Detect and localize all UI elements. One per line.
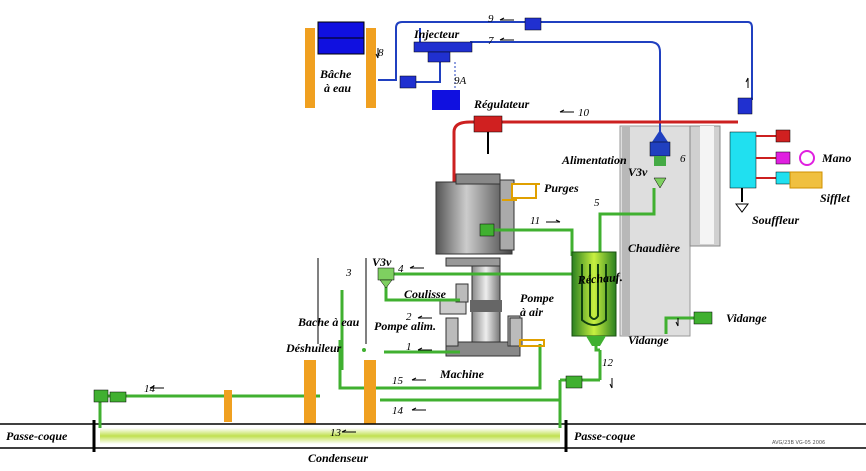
pipe-number-7: 7 <box>488 35 494 47</box>
label-bache-top-1: Bâche <box>319 67 352 81</box>
tank-9a <box>432 90 460 110</box>
label-pompe-air-2: à air <box>520 305 543 319</box>
pipe-number-13: 13 <box>330 427 342 439</box>
pipe-number-9a: 9A <box>454 75 467 87</box>
pipe-number-3: 3 <box>345 267 352 279</box>
pipe-number-6: 6 <box>680 153 686 165</box>
boiler-fittings <box>729 129 823 213</box>
pipe-number-15: 15 <box>392 375 404 387</box>
label-v3v-right: V3v <box>628 165 648 179</box>
label-bache-top-2: à eau <box>324 81 351 95</box>
steam-pipe <box>452 115 738 196</box>
pipe-number-4: 4 <box>398 263 404 275</box>
label-purges: Purges <box>544 181 579 195</box>
pumps <box>445 317 545 347</box>
boiler <box>619 125 721 337</box>
vidange-valve <box>693 311 713 325</box>
pipe-number-2: 2 <box>406 311 412 323</box>
pipe-number-14b: 14 <box>392 405 404 417</box>
flow-arrows <box>149 17 749 433</box>
injector <box>399 17 753 115</box>
label-vidange-bottom: Vidange <box>628 333 669 347</box>
label-sifflet: Sifflet <box>820 191 850 205</box>
label-mano: Mano <box>821 151 851 165</box>
pipe-number-9: 9 <box>488 13 494 25</box>
purges <box>502 183 540 201</box>
bottom-water-tank <box>224 258 376 424</box>
top-water-tank <box>305 21 376 108</box>
pipe-number-10: 10 <box>578 107 590 119</box>
label-injecteur: Injecteur <box>413 27 460 41</box>
label-bache-left: Bache à eau <box>297 315 360 329</box>
label-chaudiere: Chaudière <box>628 241 681 255</box>
label-machine: Machine <box>439 367 485 381</box>
alimentation-valve <box>649 130 671 189</box>
pipe-numbers: 1 2 3 4 5 6 7 8 9 9A 10 11 12 13 14 14 1… <box>144 13 686 439</box>
label-condenseur: Condenseur <box>308 451 368 465</box>
label-deshuileur: Déshuileur <box>285 341 342 355</box>
label-souffleur: Souffleur <box>752 213 799 227</box>
label-pompe-air-1: Pompe <box>520 291 555 305</box>
pipe-number-1: 1 <box>406 341 412 353</box>
label-regulateur: Régulateur <box>473 97 530 111</box>
pipe-number-5: 5 <box>594 197 600 209</box>
credit-text: AVG/23B VG-05 2006 <box>772 440 825 446</box>
condenser <box>0 375 866 452</box>
v3v-left-valve <box>362 267 395 352</box>
pipe-number-12: 12 <box>602 357 614 369</box>
label-rechauf: Réchauf. <box>576 270 623 287</box>
label-coulisse: Coulisse <box>404 287 447 301</box>
label-passe-coque-right: Passe-coque <box>574 429 636 443</box>
label-alimentation: Alimentation <box>561 153 627 167</box>
pipe-number-8: 8 <box>378 47 384 59</box>
label-vidange-right: Vidange <box>726 311 767 325</box>
labels: Bâche à eau Injecteur Régulateur Aliment… <box>6 27 851 465</box>
pipe-number-11: 11 <box>530 215 540 227</box>
pipe-number-14a: 14 <box>144 383 156 395</box>
rechauffeur <box>571 251 617 346</box>
label-v3v-left: V3v <box>372 255 392 269</box>
label-passe-coque-left: Passe-coque <box>6 429 68 443</box>
label-pompe-alim: Pompe alim. <box>374 319 436 333</box>
